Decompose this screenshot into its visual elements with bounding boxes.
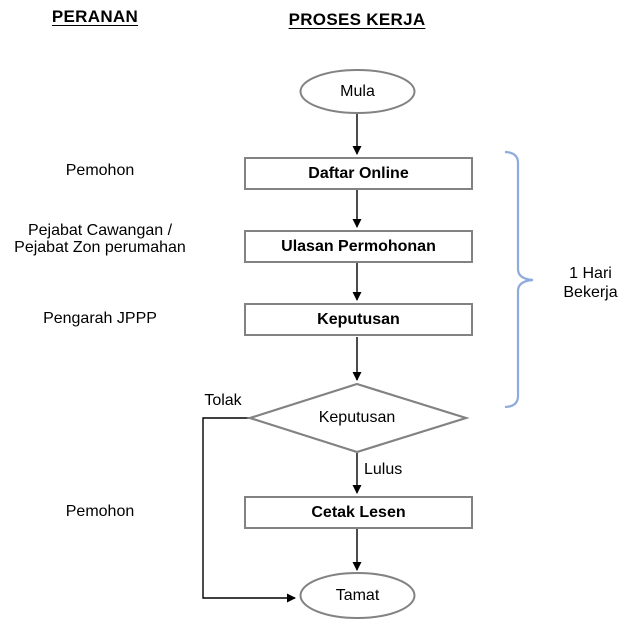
terminal-start-shape — [299, 69, 416, 114]
role-label-pengarah-jppp: Pengarah JPPP — [43, 310, 157, 327]
terminal-end-label: Tamat — [335, 586, 380, 604]
column-header-peranan: PERANAN — [51, 7, 139, 26]
duration-annotation: 1 Hari Bekerja — [543, 264, 638, 302]
process-step-keputusan: Keputusan — [244, 303, 473, 336]
branch-label-lulus: Lulus — [364, 461, 403, 478]
duration-line1: 1 Hari — [569, 265, 612, 282]
connector-reject-elbow — [202, 417, 296, 603]
role-label-pemohon-1: Pemohon — [65, 162, 135, 179]
decision-diamond-shape — [246, 382, 470, 454]
terminal-start-label: Mula — [340, 82, 375, 100]
duration-brace — [504, 150, 534, 409]
role-label-pejabat-line2: Pejabat Zon perumahan — [14, 239, 186, 256]
process-step-ulasan-permohonan: Ulasan Permohonan — [244, 230, 473, 263]
role-label-pemohon-2: Pemohon — [65, 503, 135, 520]
branch-label-tolak: Tolak — [204, 392, 242, 409]
terminal-end-shape — [299, 572, 416, 619]
process-step-cetak-lesen: Cetak Lesen — [244, 496, 473, 529]
role-label-pejabat: Pejabat Cawangan / Pejabat Zon perumahan — [2, 222, 198, 256]
duration-line2: Bekerja — [563, 284, 618, 301]
process-step-daftar-online: Daftar Online — [244, 157, 473, 190]
role-label-pejabat-line1: Pejabat Cawangan / — [27, 222, 173, 239]
decision-label: Keputusan — [318, 409, 396, 426]
column-header-proses-kerja: PROSES KERJA — [288, 10, 426, 29]
